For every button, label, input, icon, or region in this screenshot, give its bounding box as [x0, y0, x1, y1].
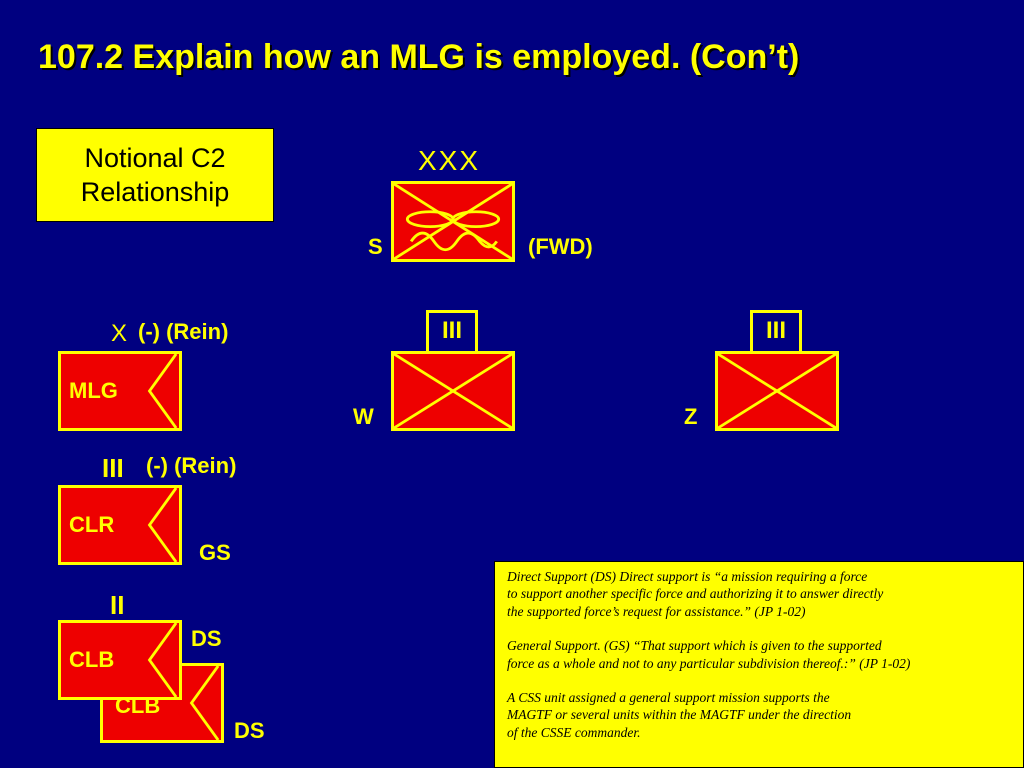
general-support-definition: General Support. (GS) “That support whic…: [507, 638, 911, 671]
z-unit-echelon: III: [750, 310, 802, 353]
definitions-box: Direct Support (DS) Direct support is “a…: [494, 561, 1024, 768]
page-title: 107.2 Explain how an MLG is employed. (C…: [38, 38, 800, 76]
clb-echelon: II: [110, 590, 125, 620]
clb-front-unit-symbol[interactable]: CLB: [58, 620, 182, 700]
logistics-chevron-icon: [147, 354, 178, 428]
combat-service-icon: [394, 184, 512, 259]
logistics-chevron-icon: [147, 623, 178, 697]
clb-front-name: CLB: [69, 647, 115, 672]
logistics-chevron-icon: [147, 488, 178, 562]
top-unit-echelon: XXX: [418, 145, 481, 176]
clr-echelon: III: [102, 453, 124, 483]
clr-support-label: GS: [199, 540, 231, 565]
css-unit-definition: A CSS unit assigned a general support mi…: [507, 690, 852, 740]
z-unit-symbol[interactable]: [715, 351, 839, 431]
notional-line-1: Notional C2: [84, 143, 226, 173]
direct-support-definition: Direct Support (DS) Direct support is “a…: [507, 569, 884, 619]
cross-icon: [718, 354, 836, 428]
w-unit-symbol[interactable]: [391, 351, 515, 431]
top-unit-symbol[interactable]: [391, 181, 515, 262]
clr-modifier: (-) (Rein): [146, 453, 237, 478]
mlg-unit-symbol[interactable]: MLG: [58, 351, 182, 431]
w-unit-echelon: III: [426, 310, 478, 353]
mlg-name: MLG: [69, 378, 118, 403]
cross-icon: [394, 354, 512, 428]
clr-name: CLR: [69, 512, 115, 537]
clb-front-support-label: DS: [191, 626, 222, 651]
mlg-echelon: X: [111, 320, 128, 347]
top-unit-left-label: S: [368, 234, 383, 259]
notional-line-2: Relationship: [80, 177, 230, 207]
z-unit-label: Z: [684, 404, 698, 429]
mlg-modifier: (-) (Rein): [138, 319, 229, 344]
notional-c2-box: Notional C2 Relationship: [36, 128, 274, 222]
top-unit-right-label: (FWD): [528, 234, 593, 259]
logistics-chevron-icon: [189, 666, 220, 740]
clb-back-support-label: DS: [234, 718, 265, 743]
clr-unit-symbol[interactable]: CLR: [58, 485, 182, 565]
w-unit-label: W: [353, 404, 374, 429]
